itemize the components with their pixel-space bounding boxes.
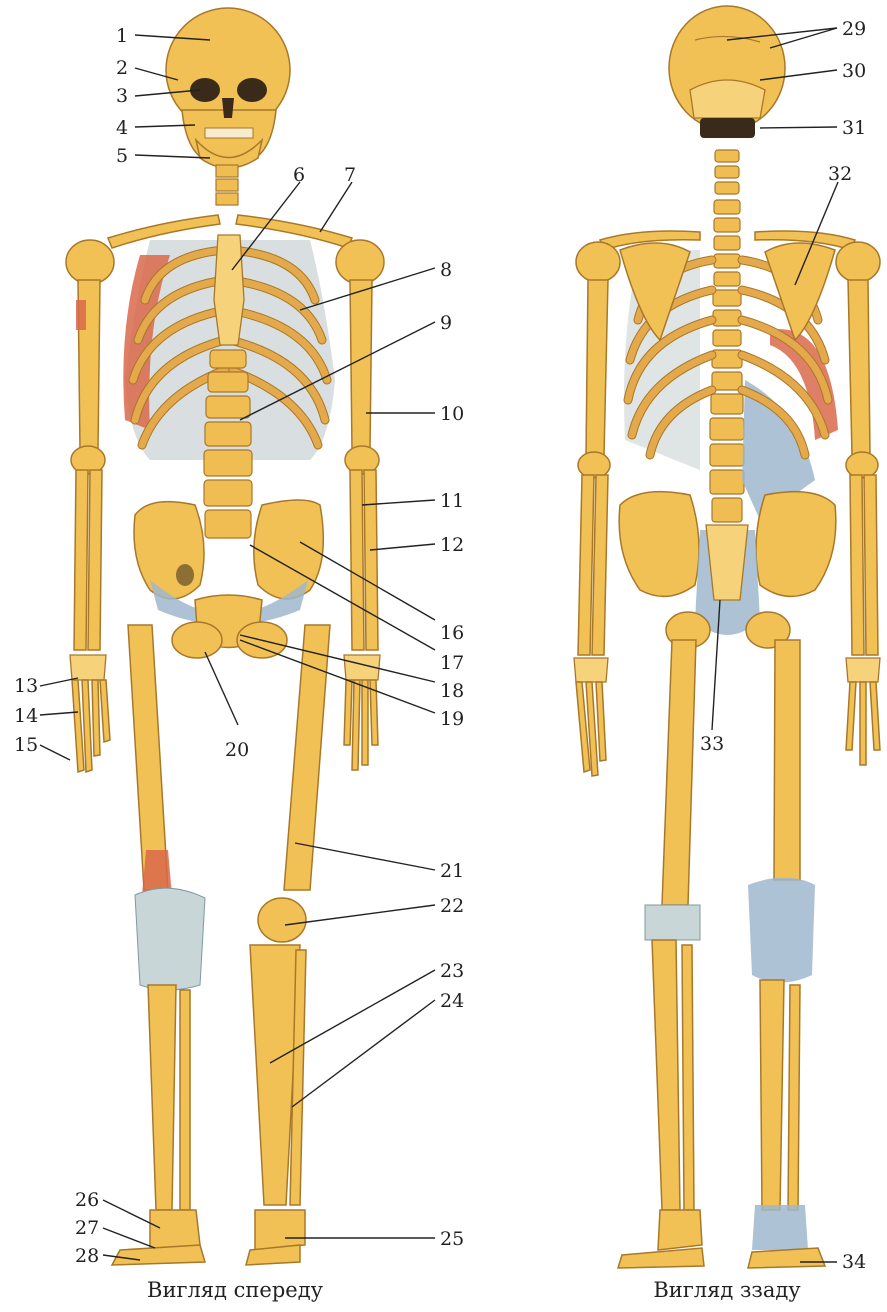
- caption-back: Вигляд ззаду: [653, 1278, 801, 1302]
- label-24: 24: [440, 990, 464, 1012]
- label-33: 33: [700, 733, 724, 755]
- front-left-leg: [112, 625, 205, 1265]
- back-right-leg: [748, 640, 825, 1268]
- back-skull: [669, 6, 785, 138]
- label-23: 23: [440, 960, 464, 982]
- front-left-arm: [66, 240, 114, 772]
- back-left-arm: [574, 242, 620, 776]
- label-18: 18: [440, 680, 464, 702]
- label-6: 6: [293, 164, 305, 186]
- label-29: 29: [842, 18, 866, 40]
- label-31: 31: [842, 117, 866, 139]
- caption-front: Вигляд спереду: [147, 1278, 324, 1302]
- label-21: 21: [440, 860, 464, 882]
- label-17: 17: [440, 652, 464, 674]
- front-right-leg: [246, 625, 330, 1265]
- label-22: 22: [440, 895, 464, 917]
- label-7: 7: [344, 164, 356, 186]
- label-20: 20: [225, 739, 249, 761]
- back-skeleton: [574, 6, 880, 1268]
- back-spine: [710, 150, 744, 522]
- label-2: 2: [116, 57, 128, 79]
- label-16: 16: [440, 622, 464, 644]
- back-left-leg: [618, 640, 704, 1268]
- label-32: 32: [828, 163, 852, 185]
- label-5: 5: [116, 145, 128, 167]
- label-34: 34: [842, 1251, 866, 1273]
- label-8: 8: [440, 259, 452, 281]
- front-spine: [204, 350, 252, 538]
- label-13: 13: [14, 675, 38, 697]
- label-30: 30: [842, 60, 866, 82]
- label-10: 10: [440, 403, 464, 425]
- label-3: 3: [116, 85, 128, 107]
- front-skull: [166, 8, 290, 168]
- label-19: 19: [440, 708, 464, 730]
- label-4: 4: [116, 117, 128, 139]
- label-12: 12: [440, 534, 464, 556]
- label-9: 9: [440, 312, 452, 334]
- label-14: 14: [14, 705, 38, 727]
- label-25: 25: [440, 1228, 464, 1250]
- front-skeleton: [66, 8, 384, 1265]
- back-right-arm: [836, 242, 880, 765]
- label-28: 28: [75, 1245, 99, 1267]
- label-15: 15: [14, 734, 38, 756]
- label-26: 26: [75, 1189, 99, 1211]
- label-1: 1: [116, 25, 128, 47]
- label-11: 11: [440, 490, 464, 512]
- label-27: 27: [75, 1217, 99, 1239]
